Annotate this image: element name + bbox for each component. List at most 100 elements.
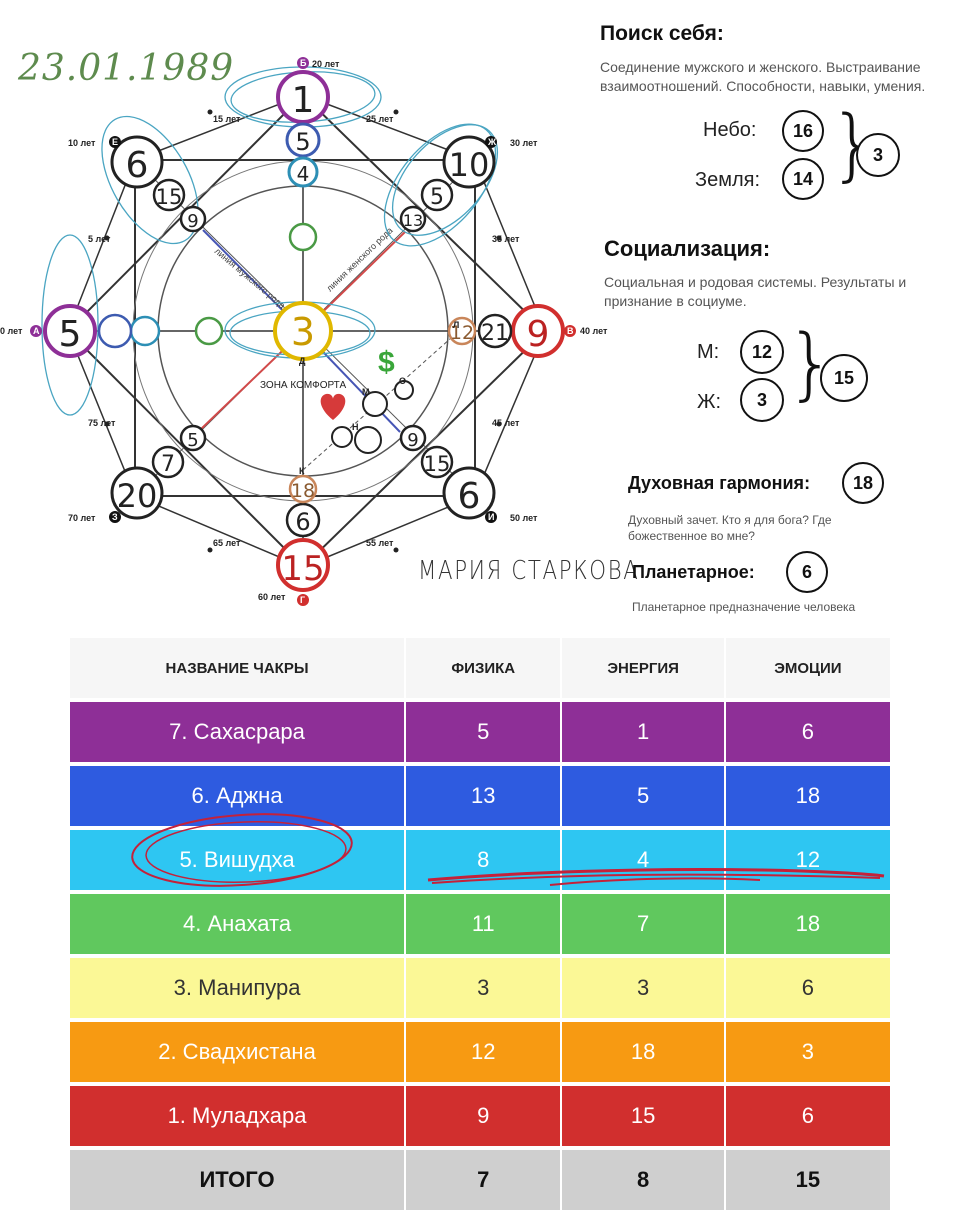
cell-phys: 13 <box>404 762 561 826</box>
author-signature: МАРИЯ СТАРКОВА <box>418 556 640 586</box>
male-line-label: линия мужского рода <box>213 246 287 311</box>
header-physics: ФИЗИКА <box>404 638 561 698</box>
age-15: 15 лет <box>213 114 241 124</box>
self-search-text-2: взаимоотношений. Способности, навыки, ум… <box>600 78 926 94</box>
cell-name: 7. Сахасрара <box>70 698 405 762</box>
m-label: М: <box>697 341 720 363</box>
table-header-row: НАЗВАНИЕ ЧАКРЫ ФИЗИКА ЭНЕРГИЯ ЭМОЦИИ <box>70 638 890 698</box>
right-inner: 12 <box>450 322 474 344</box>
age-30: 30 лет <box>510 138 538 148</box>
cell-energy: 1 <box>560 698 724 762</box>
age-5: 5 лет <box>88 234 111 244</box>
age-35: 35 лет <box>492 234 520 244</box>
spiritual-text-2: божественное во мне? <box>628 529 755 543</box>
total-name: ИТОГО <box>70 1146 405 1210</box>
self-search-text-1: Соединение мужского и женского. Выстраив… <box>600 59 921 75</box>
self-search-sum: 3 <box>856 133 900 177</box>
spiritual-title: Духовная гармония: <box>628 473 811 493</box>
zh-label: Ж: <box>697 391 722 413</box>
total-energy: 8 <box>560 1146 724 1210</box>
self-search-title: Поиск себя: <box>600 22 724 45</box>
age-25: 25 лет <box>366 114 394 124</box>
age-45: 45 лет <box>492 418 520 428</box>
earth-value: 14 <box>782 158 824 200</box>
letter-n: Н <box>352 422 359 432</box>
age-50: 50 лет <box>510 513 538 523</box>
letter-e: Е <box>112 137 118 147</box>
total-emo: 15 <box>723 1146 890 1210</box>
center-value: 3 <box>291 310 315 354</box>
header-emotions: ЭМОЦИИ <box>723 638 890 698</box>
destiny-matrix-diagram: линия мужского рода линия женского рода … <box>0 57 608 606</box>
letter-v: В <box>567 326 574 336</box>
cell-energy: 3 <box>560 954 724 1018</box>
m-value: 12 <box>740 330 784 374</box>
tl-inner: 9 <box>187 211 198 232</box>
cell-emo: 6 <box>723 698 890 762</box>
sky-label: Небо: <box>703 119 757 141</box>
age-0: 0 лет <box>0 326 23 336</box>
letter-zh: Ж <box>487 137 497 147</box>
bl-mid: 7 <box>161 452 175 477</box>
bottom-mid: 6 <box>295 508 310 536</box>
total-phys: 7 <box>404 1146 561 1210</box>
socialization-title: Социализация: <box>604 236 771 261</box>
cell-energy: 4 <box>560 826 724 890</box>
chakra-table: НАЗВАНИЕ ЧАКРЫ ФИЗИКА ЭНЕРГИЯ ЭМОЦИИ 7. … <box>70 638 890 1210</box>
tr-outer: 10 <box>449 146 490 184</box>
tl-mid: 15 <box>156 185 183 209</box>
spiritual-value: 18 <box>842 462 884 504</box>
birth-date: 23.01.1989 <box>18 48 235 89</box>
planetary-title: Планетарное: <box>632 562 755 582</box>
cell-phys: 9 <box>404 1082 561 1146</box>
letter-m: М <box>362 387 370 397</box>
cell-emo: 18 <box>723 890 890 954</box>
bl-inner: 5 <box>187 430 198 451</box>
letter-b: Б <box>300 58 307 68</box>
age-20: 20 лет <box>312 59 340 69</box>
cell-energy: 15 <box>560 1082 724 1146</box>
header-chakra-name: НАЗВАНИЕ ЧАКРЫ <box>70 638 405 698</box>
socialization-sum: 15 <box>820 354 868 402</box>
cell-name: 6. Аджна <box>70 762 405 826</box>
cell-name: 2. Свадхистана <box>70 1018 405 1082</box>
cell-emo: 18 <box>723 762 890 826</box>
cell-emo: 6 <box>723 954 890 1018</box>
age-65: 65 лет <box>213 538 241 548</box>
letter-i: И <box>488 512 494 522</box>
tr-mid: 5 <box>430 185 444 210</box>
cell-phys: 11 <box>404 890 561 954</box>
planetary-text: Планетарное предназначение человека <box>632 600 856 614</box>
socialization-text-2: признание в социуме. <box>604 293 747 309</box>
letter-d: Д <box>299 356 306 366</box>
letter-z: З <box>112 512 118 522</box>
letter-a: А <box>33 326 40 336</box>
right-mid: 21 <box>481 321 509 346</box>
br-inner: 9 <box>407 430 418 451</box>
age-60: 60 лет <box>258 592 286 602</box>
zh-value: 3 <box>740 378 784 422</box>
earth-label: Земля: <box>695 169 761 191</box>
cell-name: 4. Анахата <box>70 890 405 954</box>
left-outer: 5 <box>59 314 82 355</box>
cell-phys: 3 <box>404 954 561 1018</box>
cell-name: 3. Манипура <box>70 954 405 1018</box>
age-75: 75 лет <box>88 418 116 428</box>
dollar-icon: $ <box>378 346 395 379</box>
top-inner: 4 <box>297 162 310 186</box>
br-mid: 15 <box>424 452 451 476</box>
bl-outer: 20 <box>117 477 158 515</box>
female-line-label: линия женского рода <box>324 225 394 293</box>
letter-k: К <box>299 466 305 476</box>
bottom-inner: 18 <box>291 480 315 502</box>
cell-phys: 5 <box>404 698 561 762</box>
age-40: 40 лет <box>580 326 608 336</box>
